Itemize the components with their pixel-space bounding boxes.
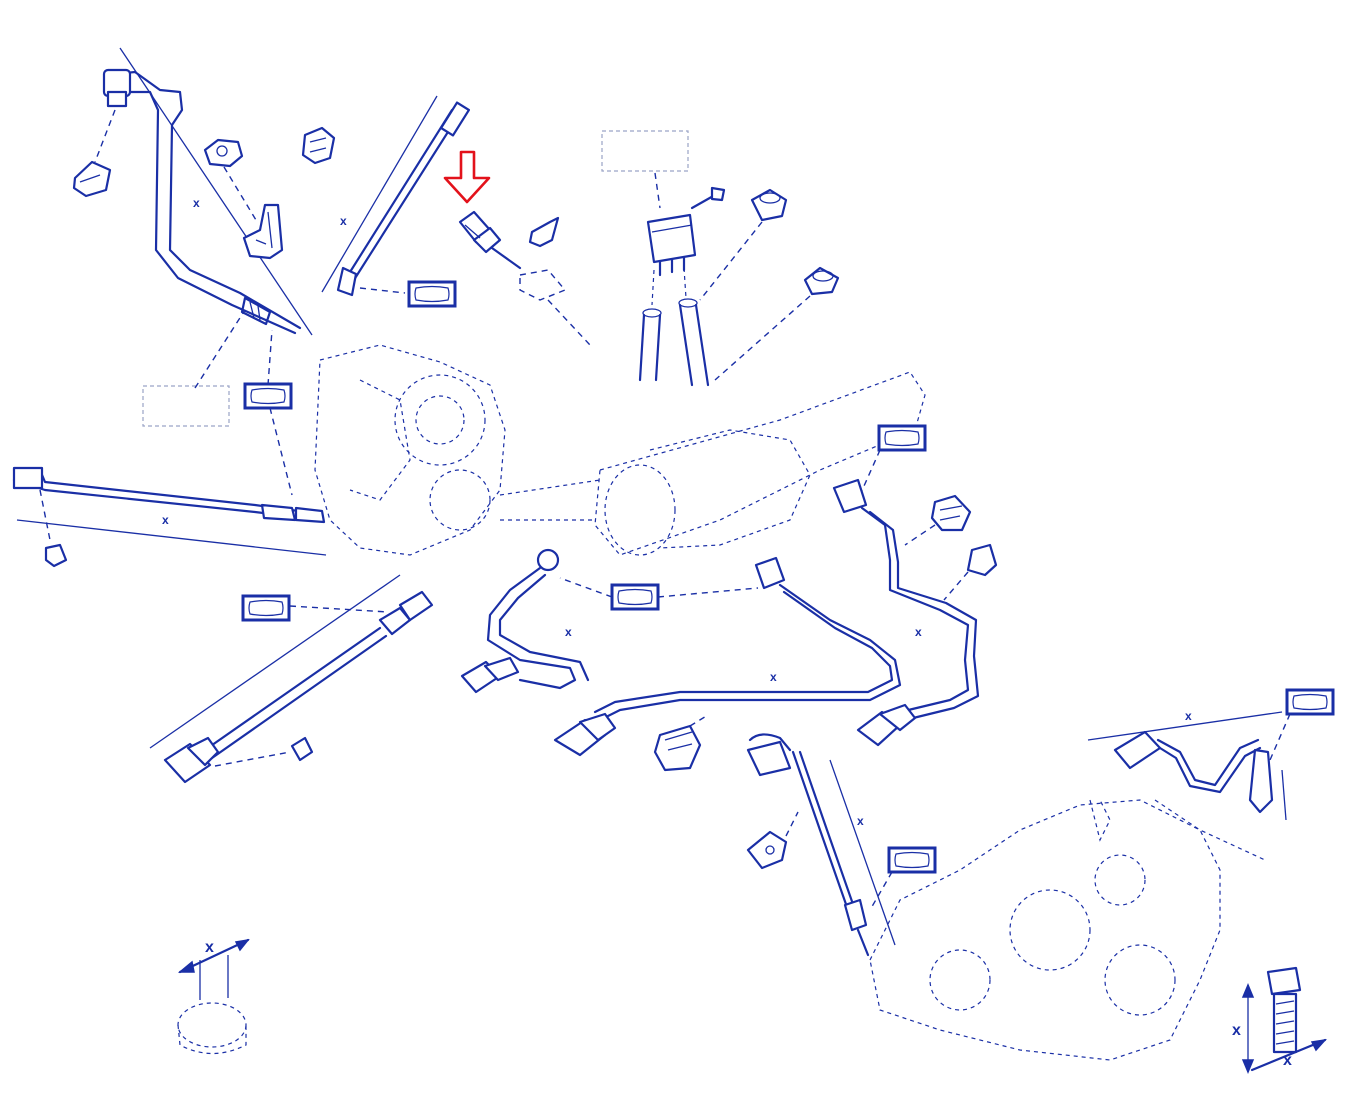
bolt-detail bbox=[1241, 966, 1327, 1074]
bracket-clip bbox=[242, 203, 284, 260]
connector-cap bbox=[653, 724, 702, 772]
hose-clamp bbox=[750, 188, 788, 222]
clip-fastener bbox=[72, 160, 112, 198]
harness-clip bbox=[930, 494, 972, 532]
mounting-bracket bbox=[746, 830, 788, 870]
clip-fastener bbox=[44, 543, 68, 568]
differential-pressure-sensor[interactable] bbox=[646, 213, 697, 277]
reference-label-box bbox=[610, 583, 660, 611]
connector-grommet bbox=[301, 126, 336, 165]
dimension-x-label: x bbox=[162, 513, 169, 527]
exhaust-temperature-sensor-right[interactable] bbox=[832, 478, 980, 747]
reference-label-box bbox=[407, 280, 457, 308]
dimension-x-label: x bbox=[1232, 1022, 1241, 1039]
dimension-x-label: x bbox=[1185, 709, 1192, 723]
reference-label-box bbox=[887, 846, 937, 874]
sensor-bracket-small bbox=[528, 216, 560, 248]
clip-fastener bbox=[290, 736, 314, 762]
reference-label-box bbox=[241, 594, 291, 622]
reference-label-box bbox=[243, 382, 293, 410]
exhaust-probe-diagonal[interactable] bbox=[321, 95, 470, 297]
exhaust-temperature-sensor-left[interactable] bbox=[12, 466, 327, 556]
harness-clip bbox=[966, 543, 998, 577]
exhaust-temperature-sensor-lower[interactable] bbox=[746, 733, 896, 957]
highlighted-pressure-sensor[interactable] bbox=[458, 210, 522, 270]
engine-block-ghost bbox=[869, 799, 1221, 1061]
exhaust-temperature-sensor-center[interactable] bbox=[553, 556, 902, 757]
dimension-x-label: x bbox=[205, 939, 214, 956]
particulate-filter-ghost bbox=[499, 371, 926, 556]
dimension-x-label: x bbox=[770, 670, 777, 684]
exhaust-temperature-sensor-upper[interactable] bbox=[102, 47, 313, 336]
dimension-x-label: x bbox=[340, 214, 347, 228]
callout-arrow bbox=[443, 150, 491, 204]
turbocharger-ghost bbox=[314, 344, 506, 556]
vacuum-hose bbox=[638, 298, 710, 387]
mounting-bolt bbox=[690, 186, 726, 210]
dimension-x-label: x bbox=[857, 814, 864, 828]
oxygen-sensor-lower-left[interactable] bbox=[149, 574, 434, 784]
placeholder-label bbox=[142, 385, 230, 427]
exhaust-temperature-sensor-far-right[interactable] bbox=[1087, 711, 1283, 814]
hose-clamp bbox=[803, 266, 840, 296]
dimension-x-label: x bbox=[193, 196, 200, 210]
socket-nut-detail bbox=[177, 938, 250, 1054]
flange-nut bbox=[203, 138, 244, 168]
reference-label-box bbox=[877, 424, 927, 452]
reference-label-box bbox=[1285, 688, 1335, 716]
exhaust-temperature-sensor-center-left[interactable] bbox=[460, 548, 590, 694]
placeholder-label bbox=[601, 130, 689, 172]
dimension-x-label: x bbox=[915, 625, 922, 639]
dimension-x-label: x bbox=[1283, 1052, 1292, 1069]
dimension-x-label: x bbox=[565, 625, 572, 639]
